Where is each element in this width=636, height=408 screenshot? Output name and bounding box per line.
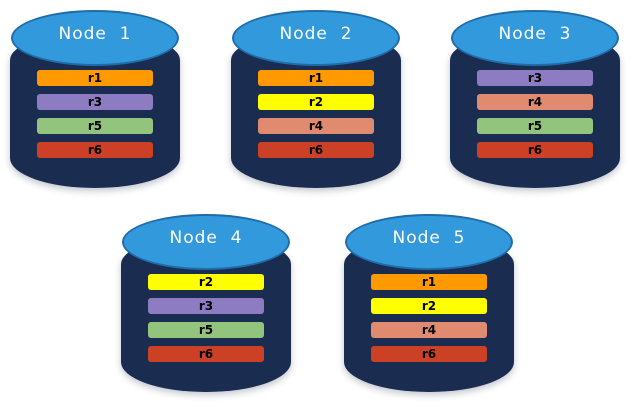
- replica-bar[interactable]: r2: [371, 298, 487, 314]
- replica-bar[interactable]: r2: [258, 94, 374, 110]
- cylinder-top-ellipse: [11, 10, 179, 66]
- node-cylinder[interactable]: Node 5 r1 r2 r4 r6: [344, 214, 514, 392]
- replica-bar[interactable]: r5: [148, 322, 264, 338]
- node-cylinder[interactable]: Node 2 r1 r2 r4 r6: [231, 10, 401, 188]
- replica-bar-list: r2 r3 r5 r6: [148, 274, 264, 362]
- replica-bar[interactable]: r4: [258, 118, 374, 134]
- replica-bar[interactable]: r5: [37, 118, 153, 134]
- replica-bar[interactable]: r5: [477, 118, 593, 134]
- replica-bar[interactable]: r1: [37, 70, 153, 86]
- replica-bar[interactable]: r6: [37, 142, 153, 158]
- replica-bar[interactable]: r1: [371, 274, 487, 290]
- node-cylinder[interactable]: Node 3 r3 r4 r5 r6: [450, 10, 620, 188]
- cylinder-top-ellipse: [122, 214, 290, 270]
- replica-bar[interactable]: r3: [37, 94, 153, 110]
- replica-bar[interactable]: r6: [148, 346, 264, 362]
- node-cylinder[interactable]: Node 4 r2 r3 r5 r6: [121, 214, 291, 392]
- cylinder-top-ellipse: [345, 214, 513, 270]
- node-cylinder[interactable]: Node 1 r1 r3 r5 r6: [10, 10, 180, 188]
- replica-bar-list: r3 r4 r5 r6: [477, 70, 593, 158]
- replica-bar[interactable]: r4: [477, 94, 593, 110]
- replica-bar[interactable]: r4: [371, 322, 487, 338]
- replica-bar[interactable]: r6: [258, 142, 374, 158]
- replica-bar[interactable]: r1: [258, 70, 374, 86]
- cylinder-top-ellipse: [451, 10, 619, 66]
- replica-bar[interactable]: r3: [477, 70, 593, 86]
- replica-bar-list: r1 r2 r4 r6: [258, 70, 374, 158]
- replica-bar[interactable]: r2: [148, 274, 264, 290]
- replica-bar-list: r1 r2 r4 r6: [371, 274, 487, 362]
- cylinder-top-ellipse: [232, 10, 400, 66]
- replica-bar[interactable]: r3: [148, 298, 264, 314]
- replica-bar[interactable]: r6: [371, 346, 487, 362]
- replica-bar-list: r1 r3 r5 r6: [37, 70, 153, 158]
- replica-bar[interactable]: r6: [477, 142, 593, 158]
